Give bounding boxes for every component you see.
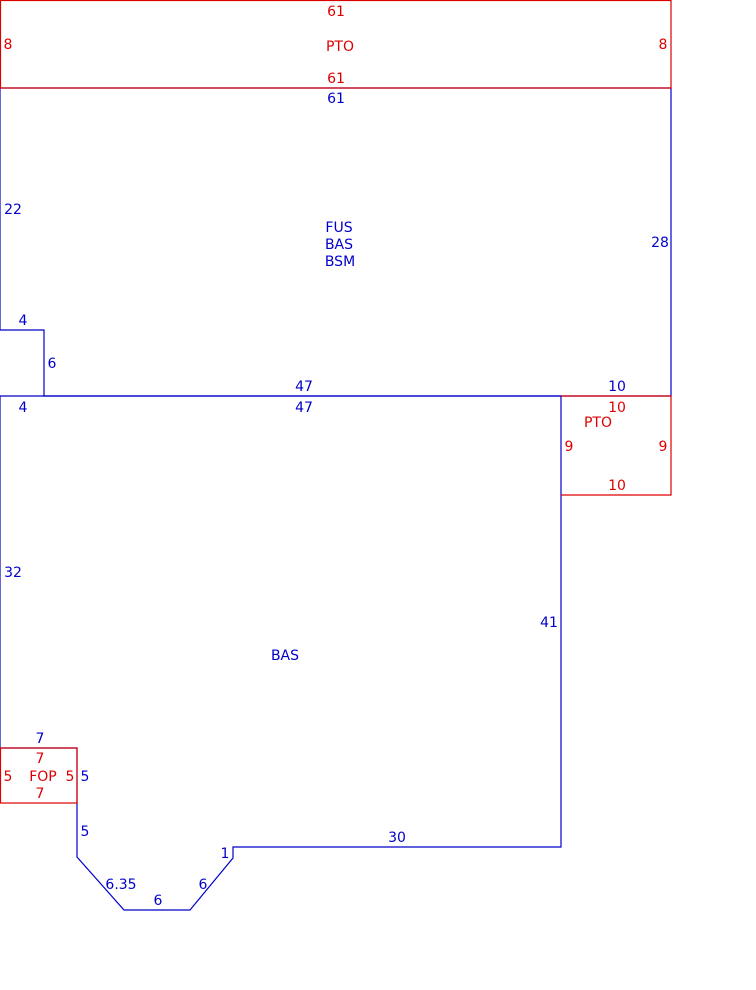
lower-fop-side-dim: 5 <box>81 769 90 785</box>
fop-top-dim: 7 <box>36 751 45 767</box>
lower-right-dim: 41 <box>540 615 558 631</box>
lower-diag-right-dim: 6 <box>199 877 208 893</box>
upper-top-dim: 61 <box>327 91 345 107</box>
pto-right-outline <box>561 395 672 496</box>
fop-outline <box>0 747 78 804</box>
upper-left-dim: 22 <box>4 202 22 218</box>
lower-bottom-dim: 6 <box>154 893 163 909</box>
upper-area-code-2: BAS <box>325 237 353 253</box>
upper-area-code-1: FUS <box>325 220 352 236</box>
pto-top-top-dim: 61 <box>327 4 345 20</box>
fop-bottom-dim: 7 <box>36 786 45 802</box>
pto-top-outline <box>0 0 672 89</box>
lower-top-dim: 47 <box>295 400 313 416</box>
pto-right-top-dim: 10 <box>608 400 626 416</box>
pto-right-left-dim: 9 <box>565 439 574 455</box>
pto-right-bottom-dim: 10 <box>608 478 626 494</box>
upper-notch-side-dim: 6 <box>48 356 57 372</box>
pto-right-right-dim: 9 <box>659 439 668 455</box>
upper-bottom-right-dim: 10 <box>608 379 626 395</box>
pto-right-label: PTO <box>584 415 612 431</box>
upper-bottom-dim: 47 <box>295 379 313 395</box>
lower-step-dim: 1 <box>221 846 230 862</box>
lower-left-dim: 32 <box>4 565 22 581</box>
pto-top-left-dim: 8 <box>4 37 13 53</box>
lower-area-code: BAS <box>271 648 299 664</box>
pto-top-right-dim: 8 <box>659 37 668 53</box>
fop-label: FOP <box>29 769 57 785</box>
lower-fop-top-dim: 7 <box>36 731 45 747</box>
fop-right-dim: 5 <box>66 769 75 785</box>
lower-top-left-dim: 4 <box>19 400 28 416</box>
pto-top-bottom-dim: 61 <box>327 71 345 87</box>
upper-right-dim: 28 <box>651 235 669 251</box>
lower-fop-below-dim: 5 <box>81 824 90 840</box>
fop-left-dim: 5 <box>4 769 13 785</box>
lower-bottom-right-dim: 30 <box>388 830 406 846</box>
upper-area-code-3: BSM <box>325 254 355 270</box>
lower-diag-left-dim: 6.35 <box>105 877 136 893</box>
pto-top-label: PTO <box>326 39 354 55</box>
upper-notch-top-dim: 4 <box>19 313 28 329</box>
